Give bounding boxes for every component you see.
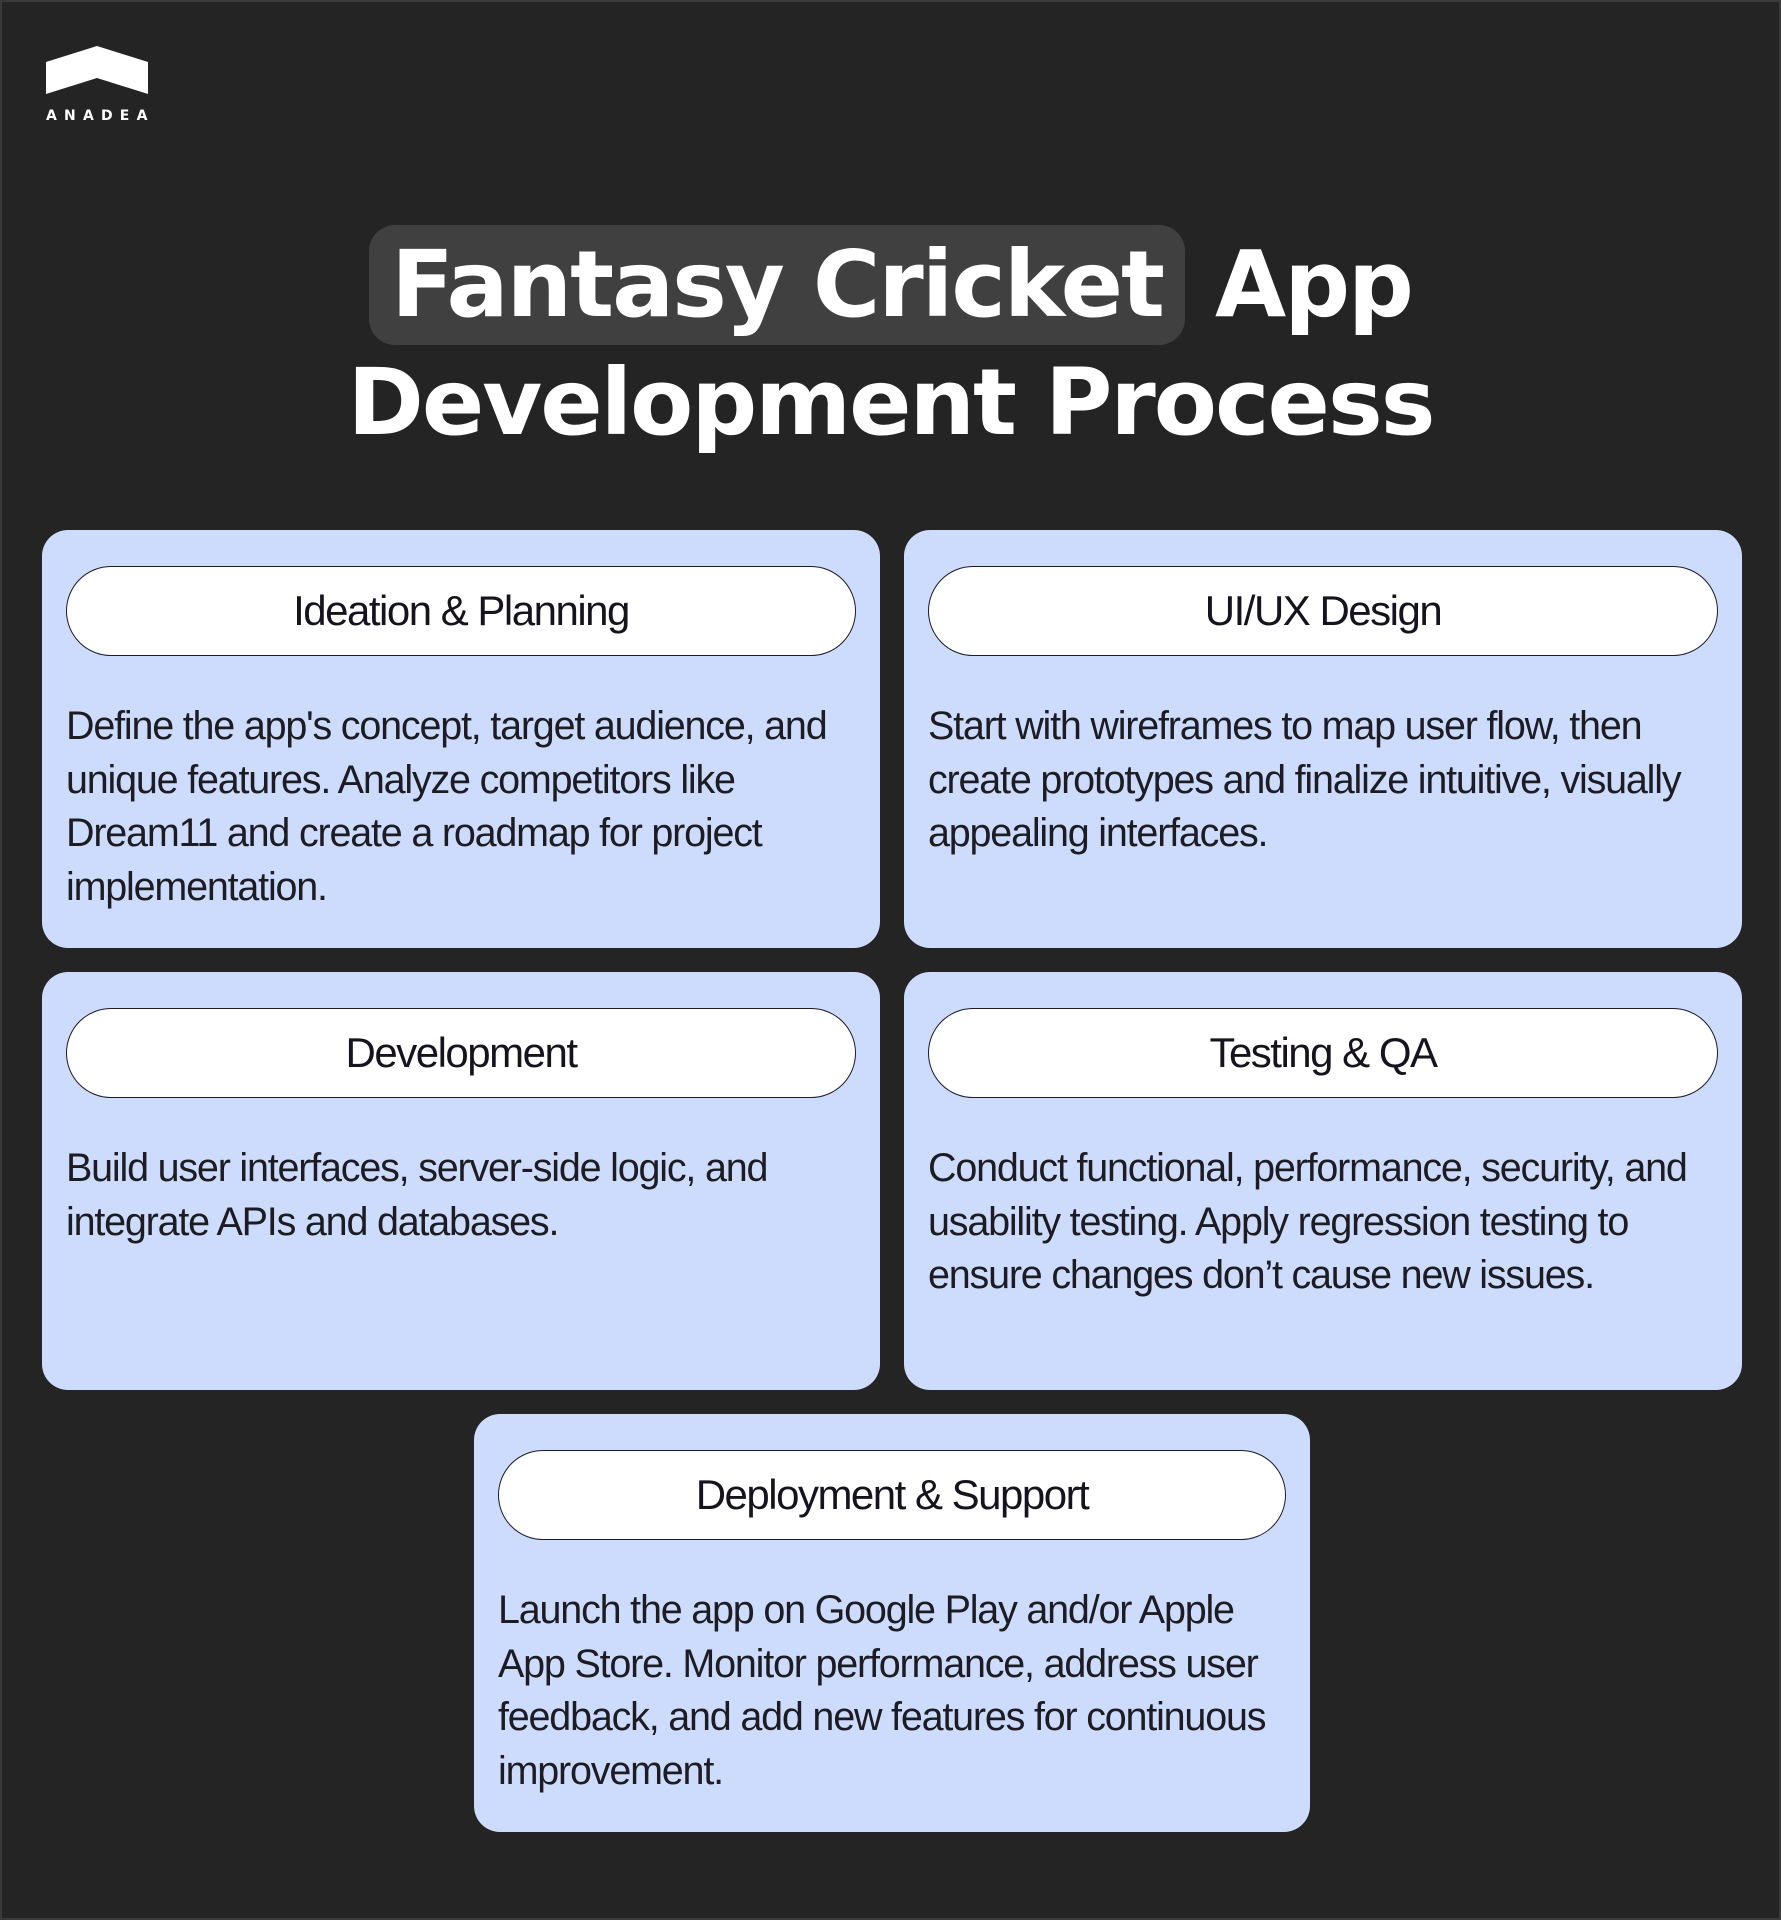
title-highlight: Fantasy Cricket (369, 225, 1185, 345)
brand-name: ANADEA (46, 108, 155, 124)
step-card-uiux: UI/UX Design Start with wireframes to ma… (904, 530, 1742, 948)
step-title: Deployment & Support (498, 1450, 1286, 1540)
step-card-development: Development Build user interfaces, serve… (42, 972, 880, 1390)
title-line2: Development Process (347, 349, 1436, 456)
page-title: Fantasy Cricket App Development Process (2, 225, 1779, 461)
step-card-deployment: Deployment & Support Launch the app on G… (474, 1414, 1310, 1832)
step-description: Start with wireframes to map user flow, … (928, 704, 1682, 855)
step-title: UI/UX Design (928, 566, 1718, 656)
anadea-chevron-icon (46, 46, 148, 94)
step-title: Ideation & Planning (66, 566, 856, 656)
step-description: Build user interfaces, server-side logic… (66, 1146, 768, 1244)
step-card-ideation: Ideation & Planning Define the app's con… (42, 530, 880, 948)
step-description: Conduct functional, performance, securit… (928, 1146, 1688, 1297)
title-line1-rest: App (1215, 231, 1414, 338)
step-title: Development (66, 1008, 856, 1098)
step-description: Define the app's concept, target audienc… (66, 704, 828, 909)
step-card-testing: Testing & QA Conduct functional, perform… (904, 972, 1742, 1390)
step-description: Launch the app on Google Play and/or App… (498, 1588, 1266, 1793)
step-title: Testing & QA (928, 1008, 1718, 1098)
brand-logo: ANADEA (46, 46, 148, 124)
